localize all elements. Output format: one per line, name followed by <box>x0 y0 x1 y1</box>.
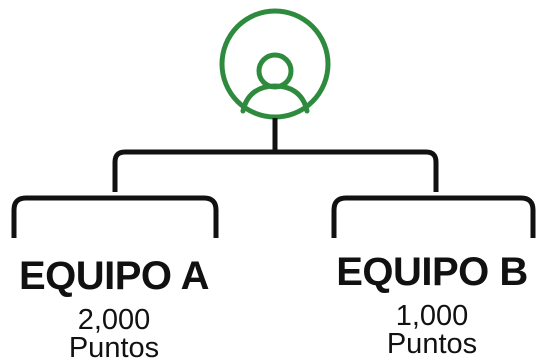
team-a-name: EQUIPO A <box>18 254 210 298</box>
team-a-bracket <box>11 195 219 238</box>
connector-lines <box>11 118 536 238</box>
avatar-circle <box>219 8 331 120</box>
team-a-node: EQUIPO A 2,000 Puntos <box>0 252 228 364</box>
team-a-points: 2,000 <box>77 304 151 336</box>
team-b-points: 1,000 <box>395 300 469 332</box>
team-b-bracket <box>331 195 536 238</box>
team-a-unit: Puntos <box>68 332 160 364</box>
root-avatar-node <box>219 8 331 120</box>
team-b-name: EQUIPO B <box>336 250 528 294</box>
branch-bracket <box>112 149 439 192</box>
team-b-node: EQUIPO B 1,000 Puntos <box>318 248 545 360</box>
team-b-unit: Puntos <box>386 328 478 360</box>
user-avatar-icon <box>240 52 310 114</box>
